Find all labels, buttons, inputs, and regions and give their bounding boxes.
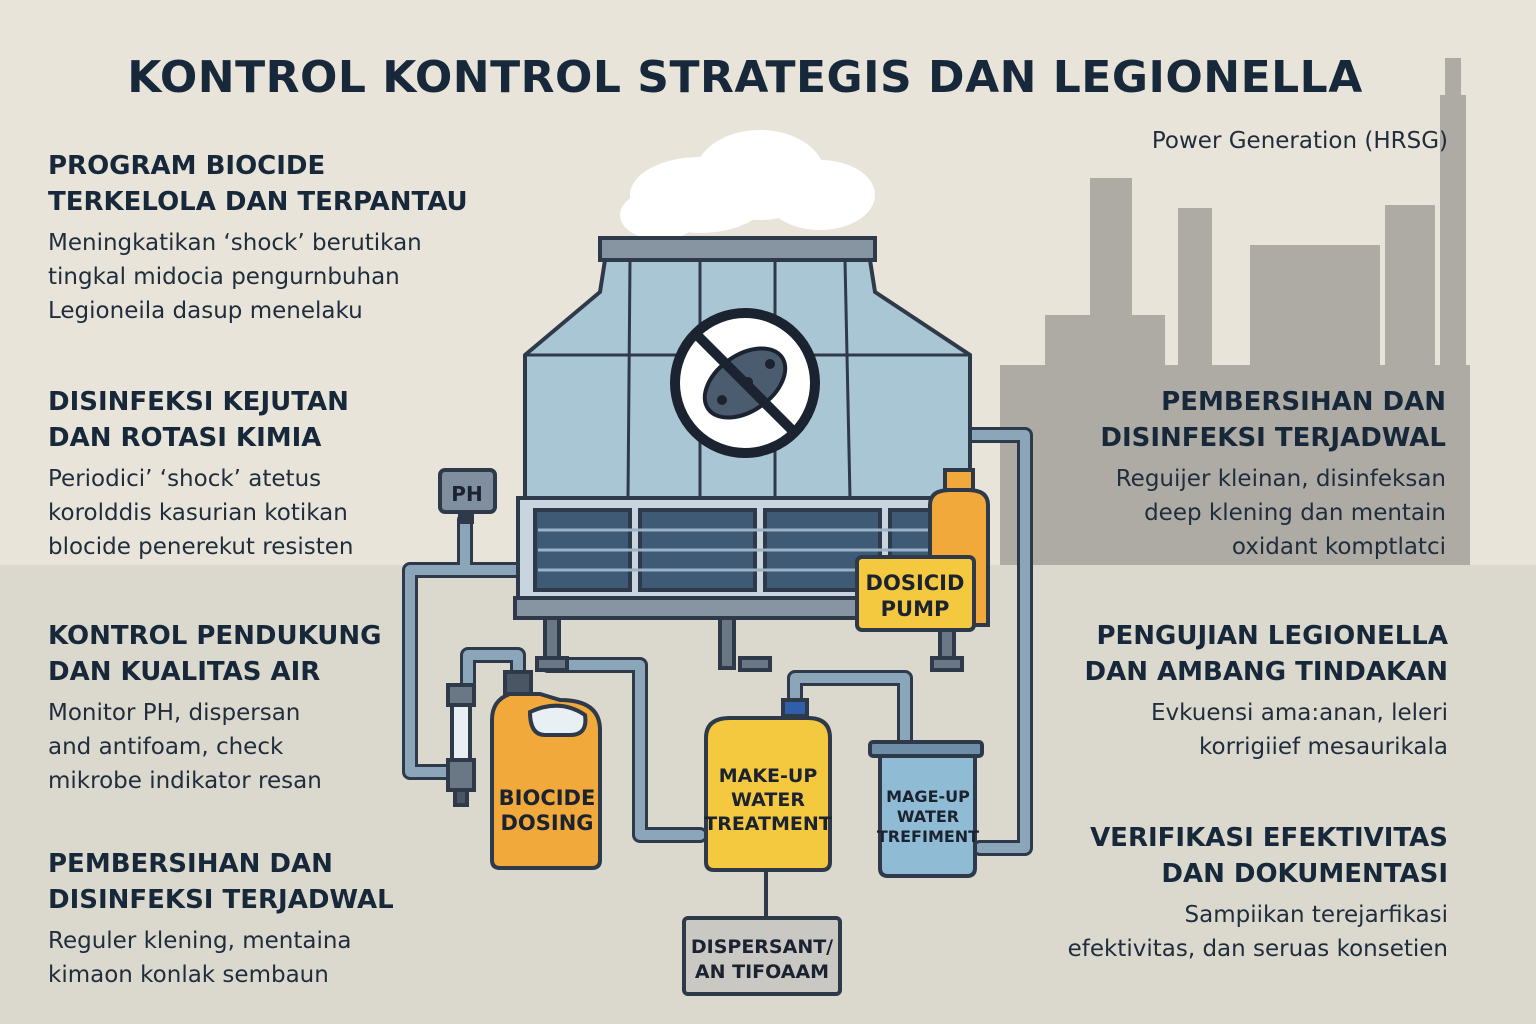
mageup-label-1: MAGE-UP: [886, 787, 970, 806]
section-heading: DISINFEKSI KEJUTAN DAN ROTASI KIMIA: [48, 387, 349, 453]
factory-silhouette-icon: [1000, 58, 1470, 565]
dispersant-antifoam-box: DISPERSANT/ AN TIFOAAM: [682, 916, 842, 996]
page-title: KONTROL KONTROL STRATEGIS DAN LEGIONELLA: [127, 52, 1363, 103]
dispersant-label-1: DISPERSANT/: [691, 936, 833, 958]
dosicid-pump: DOSICID PUMP: [855, 468, 990, 632]
mageup-water-trefiment-tank: MAGE-UP WATER TREFIMENT: [868, 740, 984, 878]
section-body: Meningkatikan ‘shock’ berutikan tingkal …: [48, 230, 422, 324]
steam-cloud-icon: [620, 130, 875, 240]
section-verification: VERIFIKASI EFEKTIVITAS DAN DOKUMENTASI S…: [1000, 820, 1448, 966]
dosicid-pump-label-2: PUMP: [881, 597, 950, 621]
mageup-label-3: TREFIMENT: [877, 827, 979, 846]
makeup-treatment-label-3: TREATMENT: [704, 813, 832, 835]
section-body: Periodici’ ‘shock’ atetus korolddis kasu…: [48, 466, 354, 560]
inline-filter: [446, 683, 476, 807]
section-body: Reguijer kleinan, disinfeksan deep kleni…: [1115, 466, 1446, 560]
section-heading: PROGRAM BIOCIDE TERKELOLA DAN TERPANTAU: [48, 151, 468, 217]
ph-label: PH: [451, 482, 482, 506]
section-heading: VERIFIKASI EFEKTIVITAS DAN DOKUMENTASI: [1090, 823, 1448, 889]
section-body: Evkuensi ama:anan, leleri korrigiief mes…: [1151, 700, 1448, 760]
makeup-treatment-label-1: MAKE-UP: [719, 765, 818, 787]
dosicid-pump-label-1: DOSICID: [866, 571, 965, 595]
section-biocide-program: PROGRAM BIOCIDE TERKELOLA DAN TERPANTAU …: [48, 148, 528, 328]
section-scheduled-cleaning-left: PEMBERSIHAN DAN DISINFEKSI TERJADWAL Reg…: [48, 846, 528, 992]
biocide-dosing-label-1: BIOCIDE: [499, 786, 596, 810]
section-water-quality: KONTROL PENDUKUNG DAN KUALITAS AIR Monit…: [48, 618, 528, 798]
section-heading: PEMBERSIHAN DAN DISINFEKSI TERJADWAL: [48, 849, 394, 915]
section-legionella-testing: PENGUJIAN LEGIONELLA DAN AMBANG TINDAKAN…: [1000, 618, 1448, 764]
mageup-label-2: WATER: [897, 807, 959, 826]
dispersant-label-2: AN TIFOAAM: [695, 961, 829, 983]
ph-sensor: PH: [438, 468, 497, 524]
section-scheduled-cleaning-right: PEMBERSIHAN DAN DISINFEKSI TERJADWAL Reg…: [1000, 384, 1446, 564]
section-body: Reguler klening, mentaina kimaon konlak …: [48, 928, 352, 988]
section-heading: KONTROL PENDUKUNG DAN KUALITAS AIR: [48, 621, 382, 687]
biocide-dosing-label-2: DOSING: [500, 811, 593, 835]
biocide-dosing-jerrycan: BIOCIDE DOSING: [490, 670, 602, 870]
section-heading: PENGUJIAN LEGIONELLA DAN AMBANG TINDAKAN: [1084, 621, 1448, 687]
no-bacteria-icon: [670, 308, 820, 458]
makeup-water-treatment-tank: MAKE-UP WATER TREATMENT: [704, 698, 832, 918]
section-shock-disinfection: DISINFEKSI KEJUTAN DAN ROTASI KIMIA Peri…: [48, 384, 528, 564]
section-body: Monitor PH, dispersan and antifoam, chec…: [48, 700, 322, 794]
page-subtitle: Power Generation (HRSG): [1151, 128, 1448, 154]
makeup-treatment-label-2: WATER: [731, 789, 805, 811]
section-heading: PEMBERSIHAN DAN DISINFEKSI TERJADWAL: [1100, 387, 1446, 453]
section-body: Sampiikan terejarfikasi efektivitas, dan…: [1067, 902, 1448, 962]
